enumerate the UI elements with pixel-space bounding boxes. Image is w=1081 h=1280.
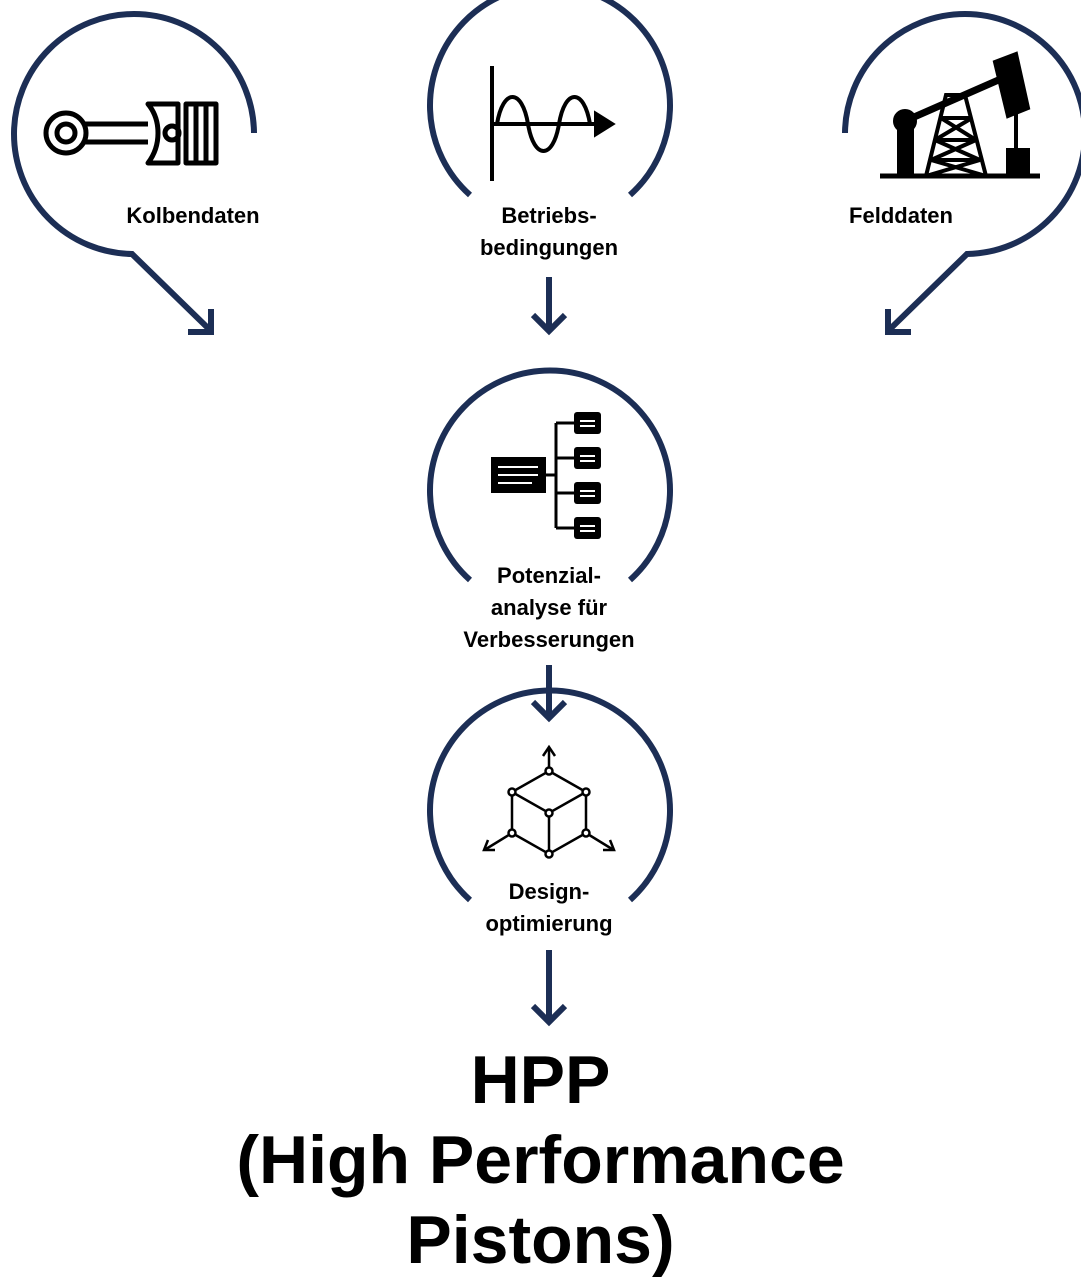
- arrow-head-felddaten: [885, 309, 911, 335]
- result-line: Pistons): [406, 1202, 675, 1278]
- result-line: HPP: [470, 1042, 611, 1118]
- arrow-betrieb-down: [530, 277, 568, 336]
- node-felddaten: [842, 11, 1081, 335]
- node-potenzialanalyse: [427, 367, 673, 723]
- node-ring-felddaten: [842, 11, 1081, 334]
- result-title: HPP (High Performance Pistons): [0, 1040, 1081, 1280]
- node-ring-potenzialanalyse: [427, 367, 673, 583]
- label-designoptimierung: Design- optimierung: [485, 876, 612, 940]
- label-line: optimierung: [485, 911, 613, 936]
- label-line: Potenzial-: [497, 563, 601, 588]
- node-ring-kolbendaten: [11, 11, 257, 334]
- wave-signal-icon: [490, 66, 616, 181]
- label-kolbendaten: Kolbendaten: [126, 200, 259, 232]
- cube-axes-icon: [482, 744, 616, 859]
- arrow-design-down: [530, 950, 568, 1027]
- label-potenzialanalyse: Potenzial- analyse für Verbesserungen: [463, 560, 634, 656]
- node-kolbendaten: [11, 11, 257, 335]
- tree-hierarchy-icon: [491, 412, 601, 539]
- label-line: Betriebs-: [501, 203, 597, 228]
- label-line: Kolbendaten: [126, 203, 260, 228]
- label-line: Felddaten: [849, 203, 953, 228]
- node-ring-betriebsbedingungen: [427, 0, 673, 198]
- label-felddaten: Felddaten: [849, 200, 953, 232]
- oil-pump-icon: [880, 51, 1040, 179]
- result-line: (High Performance: [236, 1122, 845, 1198]
- arrow-head-kolbendaten: [188, 309, 214, 335]
- node-designoptimierung: [427, 687, 673, 1027]
- label-line: Design-: [508, 879, 590, 904]
- piston-icon: [43, 101, 219, 166]
- label-betriebsbedingungen: Betriebs- bedingungen: [480, 200, 618, 264]
- node-betriebsbedingungen: [427, 0, 673, 336]
- node-ring-designoptimierung: [427, 687, 673, 903]
- label-line: Verbesserungen: [463, 627, 635, 652]
- label-line: bedingungen: [479, 235, 619, 260]
- label-line: analyse für: [490, 595, 608, 620]
